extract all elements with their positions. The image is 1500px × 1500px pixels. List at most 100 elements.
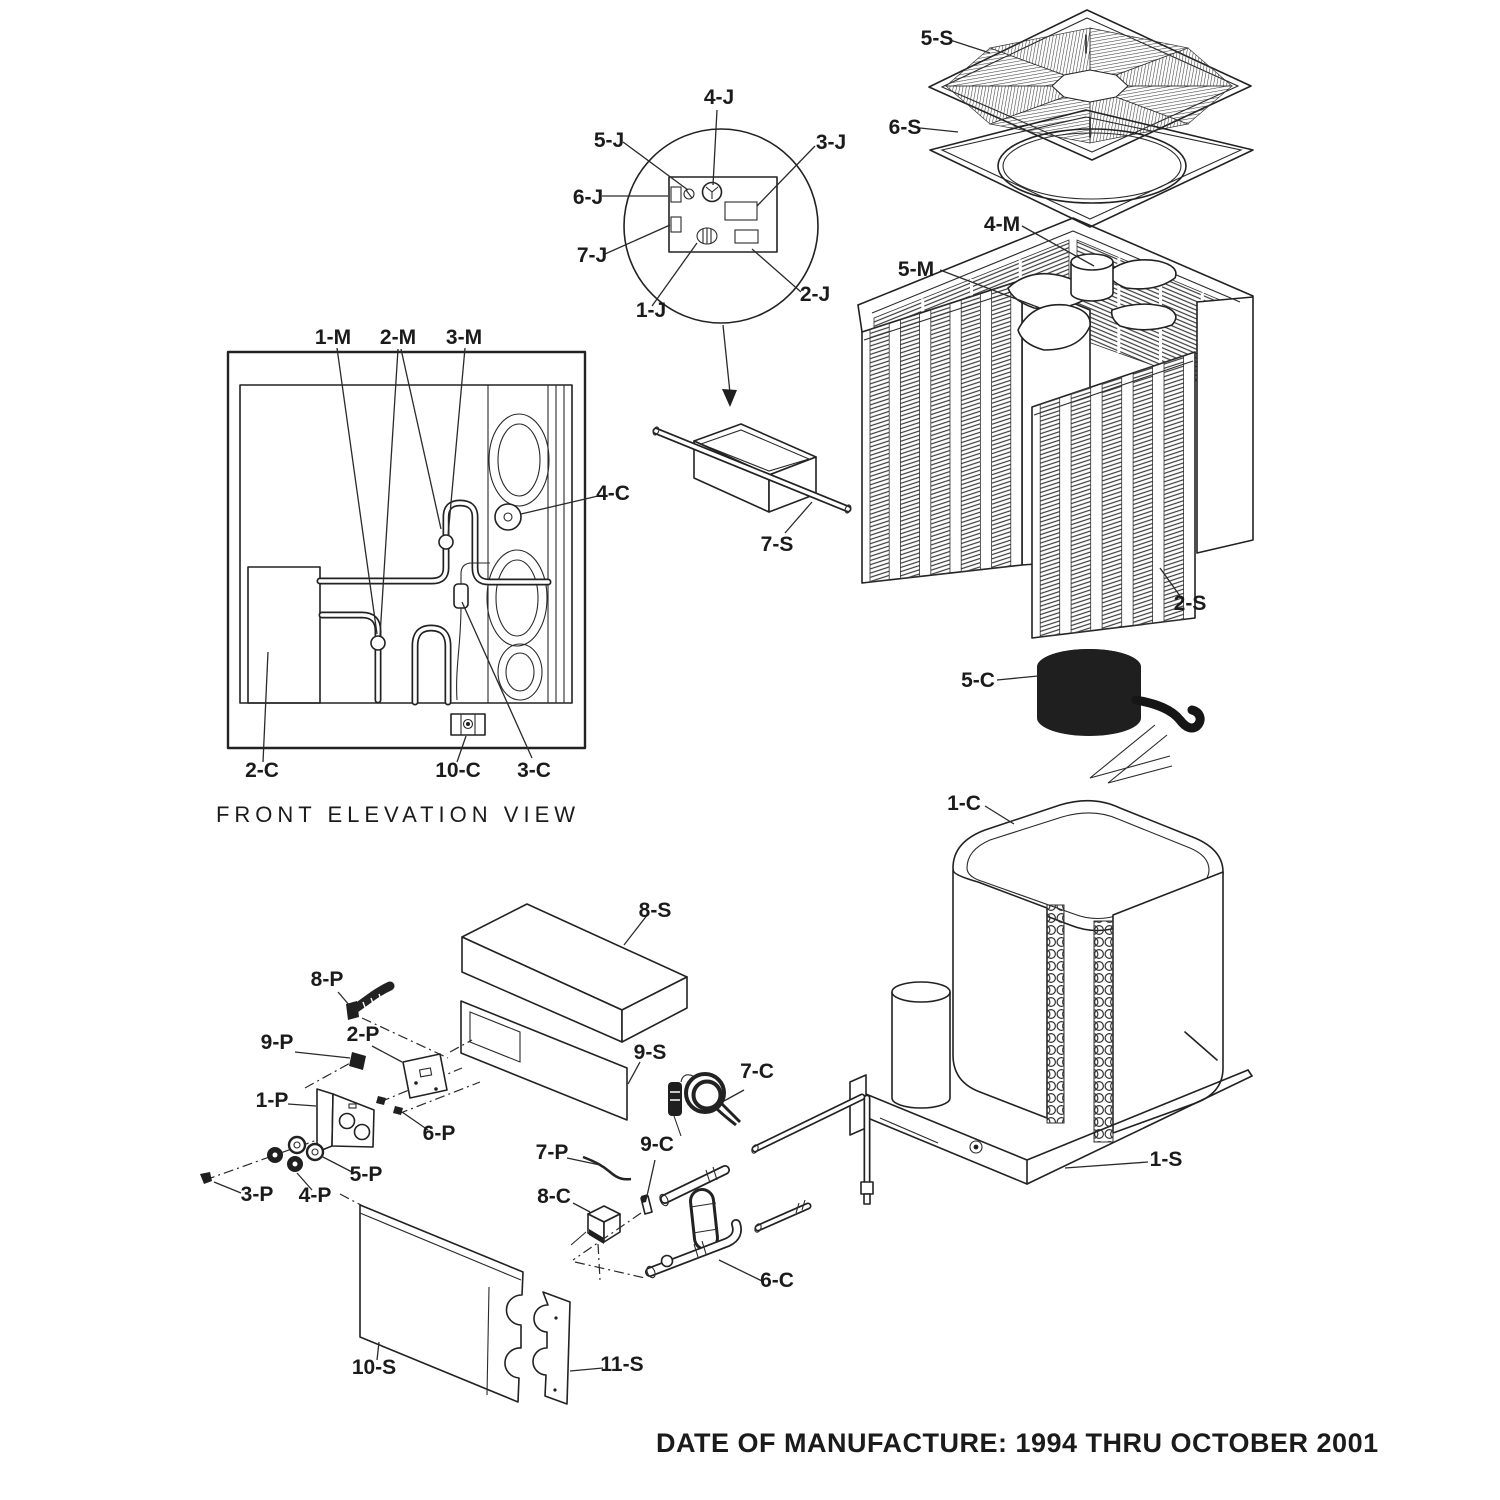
access-panel-9s (460, 1000, 641, 1121)
fan-blade-assembly (1007, 253, 1177, 351)
part-label-6c: 6-C (760, 1269, 794, 1292)
fan-grille-5s (928, 9, 1252, 161)
misc-small-parts (566, 1155, 656, 1281)
part-label-6j: 6-J (573, 186, 603, 209)
fan-blade (1107, 259, 1177, 290)
valve-4c (494, 503, 522, 531)
part-label-4p: 4-P (299, 1184, 332, 1207)
back-right-panel (1196, 296, 1254, 554)
part-label-3p: 3-P (241, 1183, 274, 1206)
refrigerant-tubing (316, 499, 552, 706)
part-label-8p: 8-P (311, 968, 344, 991)
control-tray-7s (652, 423, 852, 534)
part-label-1m: 1-M (315, 326, 351, 349)
part-label-9c: 9-C (640, 1133, 674, 1156)
screw-3p (200, 1172, 212, 1184)
part-label-1j: 1-J (636, 299, 666, 322)
part-label-6p: 6-P (423, 1122, 456, 1145)
washer-5p (305, 1142, 325, 1162)
part-label-1s: 1-S (1150, 1148, 1183, 1171)
part-label-5m: 5-M (898, 258, 934, 281)
part-label-5s: 5-S (921, 27, 954, 50)
part-label-7p: 7-P (536, 1141, 569, 1164)
part-label-2p: 2-P (347, 1023, 380, 1046)
part-label-1c: 1-C (947, 792, 981, 815)
accumulator (891, 992, 951, 1109)
part-label-2c: 2-C (245, 759, 279, 782)
part-label-11s: 11-S (600, 1353, 643, 1376)
board-dial-icon (701, 181, 723, 203)
part-label-9s: 9-S (634, 1041, 667, 1064)
sensor-harness-7c (668, 1072, 745, 1137)
service-panel-10s (359, 1204, 524, 1403)
fan-motor-4m (1070, 262, 1114, 302)
part-label-6s: 6-S (889, 116, 922, 139)
compressor-5c (996, 649, 1205, 784)
valve-assembly-6c (645, 1165, 763, 1282)
screw-6p (376, 1096, 386, 1105)
condensing-unit-casing (857, 217, 1254, 639)
part-label-9p: 9-P (261, 1031, 294, 1054)
part-label-3j: 3-J (816, 131, 846, 154)
filler-panel-11s (532, 1291, 604, 1405)
top-panel-6s (919, 109, 1254, 228)
coil-return-bends (1093, 920, 1114, 1143)
part-label-4j: 4-J (704, 86, 734, 109)
part-label-4c: 4-C (596, 482, 630, 505)
part-label-10s: 10-S (352, 1356, 396, 1379)
part-label-7s: 7-S (761, 533, 794, 556)
compressor-outline (247, 566, 321, 704)
part-label-3m: 3-M (446, 326, 482, 349)
part-label-2m: 2-M (380, 326, 416, 349)
hardware-cluster (200, 981, 481, 1233)
board-screw-icon (683, 188, 695, 200)
coil-hairpins (486, 385, 565, 703)
top-cover-8s (461, 903, 688, 1043)
sensor-bulb (370, 635, 386, 651)
washer (287, 1135, 307, 1155)
coil-assembly-1c (891, 799, 1224, 1143)
part-label-8c: 8-C (537, 1185, 571, 1208)
arrowhead-icon (722, 389, 737, 407)
footer-note: DATE OF MANUFACTURE: 1994 THRU OCTOBER 2… (656, 1428, 1379, 1458)
panel-flange-1p (316, 1088, 334, 1153)
front-elevation-view (226, 347, 599, 763)
bolt-icon (969, 1140, 983, 1154)
part-label-2s: 2-S (1174, 592, 1207, 615)
part-label-5j: 5-J (594, 129, 624, 152)
clip-9p (349, 1052, 366, 1070)
part-label-3c: 3-C (517, 759, 551, 782)
control-board-detail (602, 109, 819, 407)
coil-return-bends (1046, 904, 1065, 1124)
base-pan-1s (751, 1031, 1253, 1233)
part-label-5c: 5-C (961, 669, 995, 692)
part-label-8s: 8-S (639, 899, 672, 922)
fan-blade (1017, 303, 1091, 351)
filter-drier (453, 583, 469, 609)
screw-6p (393, 1106, 403, 1115)
part-label-1p: 1-P (256, 1089, 289, 1112)
valve-port (660, 1254, 674, 1268)
plug-connector (668, 1082, 682, 1116)
louver-panel-2s (1031, 351, 1196, 639)
part-label-7c: 7-C (740, 1060, 774, 1083)
detail-arrow (722, 324, 731, 394)
left-louver-panel (861, 279, 1023, 584)
pipe-fitting (860, 1181, 874, 1195)
coil-face-left (952, 869, 1048, 1119)
view-title: FRONT ELEVATION VIEW (216, 802, 580, 827)
part-label-5p: 5-P (350, 1163, 383, 1186)
part-label-7j: 7-J (577, 244, 607, 267)
sensor-bulb (438, 534, 454, 550)
fan-blade (1110, 303, 1177, 331)
coil-face-right (1112, 871, 1224, 1134)
part-label-4m: 4-M (984, 213, 1020, 236)
part-label-2j: 2-J (800, 283, 830, 306)
wire-8p (351, 981, 395, 1013)
capillary-7p (582, 1155, 632, 1181)
switch-10c (450, 713, 486, 736)
part-labels: 4-J 5-J 3-J 6-J 7-J 1-J 2-J 5-S 6-S 4-M … (241, 27, 1207, 1379)
discharge-pipe (1131, 695, 1205, 733)
